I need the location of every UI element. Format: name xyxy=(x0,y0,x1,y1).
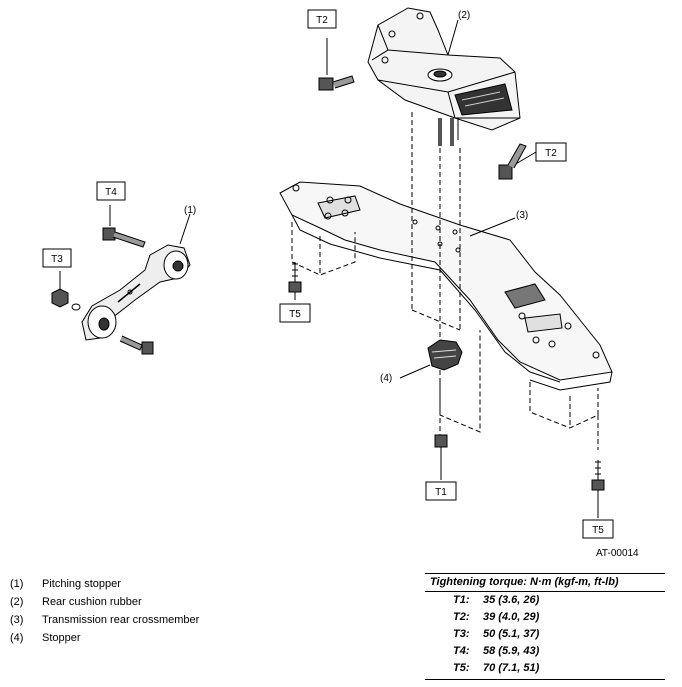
torque-table: Tightening torque: N·m (kgf-m, ft-lb) T1… xyxy=(425,573,665,680)
torque-box-t1: T1 xyxy=(435,487,447,498)
legend-item: (3) Transmission rear crossmember xyxy=(10,611,199,629)
bolt-t5-left xyxy=(288,262,302,300)
torque-table-title: Tightening torque: N·m (kgf-m, ft-lb) xyxy=(425,574,665,592)
torque-box-t4: T4 xyxy=(105,187,117,198)
exploded-parts-diagram: T2 T2 T4 T3 T5 T1 T5 (2) (3) (1) (4) xyxy=(42,7,614,539)
torque-box-t3: T3 xyxy=(51,254,63,265)
bolt-t4 xyxy=(102,205,146,248)
legend-item: (1) Pitching stopper xyxy=(10,575,199,593)
legend-label: Pitching stopper xyxy=(42,578,121,590)
torque-value: 70 (7.1, 51) xyxy=(483,662,540,674)
torque-box-t2-right: T2 xyxy=(545,148,557,159)
torque-box-t5-left: T5 xyxy=(289,309,301,320)
legend-num: (2) xyxy=(10,596,24,608)
torque-value: 58 (5.9, 43) xyxy=(483,645,540,657)
callout-4: (4) xyxy=(380,373,392,384)
nut-t1 xyxy=(434,434,448,480)
legend-label: Transmission rear crossmember xyxy=(42,614,200,626)
torque-row: T5: 70 (7.1, 51) xyxy=(425,660,665,677)
pitching-stopper xyxy=(81,244,191,341)
torque-key: T3: xyxy=(453,628,470,640)
torque-row: T2: 39 (4.0, 29) xyxy=(425,609,665,626)
torque-box-t5-right: T5 xyxy=(592,525,604,536)
torque-key: T2: xyxy=(453,611,470,623)
torque-key: T4: xyxy=(453,645,470,657)
callout-3: (3) xyxy=(516,210,528,221)
legend-num: (1) xyxy=(10,578,24,590)
callout-2: (2) xyxy=(458,10,470,21)
legend-item: (4) Stopper xyxy=(10,629,199,647)
torque-key: T5: xyxy=(453,662,470,674)
torque-row: T3: 50 (5.1, 37) xyxy=(425,626,665,643)
figure-reference: AT-00014 xyxy=(596,548,639,559)
legend-label: Stopper xyxy=(42,632,81,644)
torque-value: 39 (4.0, 29) xyxy=(483,611,540,623)
callout-1: (1) xyxy=(184,205,196,216)
stopper xyxy=(427,339,463,371)
legend-label: Rear cushion rubber xyxy=(42,596,142,608)
nut-t3 xyxy=(51,271,81,311)
torque-row: T4: 58 (5.9, 43) xyxy=(425,643,665,660)
torque-value: 35 (3.6, 26) xyxy=(483,594,540,606)
legend-num: (3) xyxy=(10,614,24,626)
torque-value: 50 (5.1, 37) xyxy=(483,628,540,640)
parts-legend: (1) Pitching stopper (2) Rear cushion ru… xyxy=(10,575,199,647)
bolt-t2-right xyxy=(498,143,537,180)
legend-item: (2) Rear cushion rubber xyxy=(10,593,199,611)
torque-key: T1: xyxy=(453,594,470,606)
bolt-t2-top xyxy=(318,38,355,91)
legend-num: (4) xyxy=(10,632,24,644)
torque-row: T1: 35 (3.6, 26) xyxy=(425,592,665,609)
bolt-t5-right xyxy=(591,460,605,518)
rear-cushion-rubber xyxy=(367,7,521,146)
torque-box-t2-top: T2 xyxy=(316,15,328,26)
bolt-pitching-lower xyxy=(119,335,154,355)
